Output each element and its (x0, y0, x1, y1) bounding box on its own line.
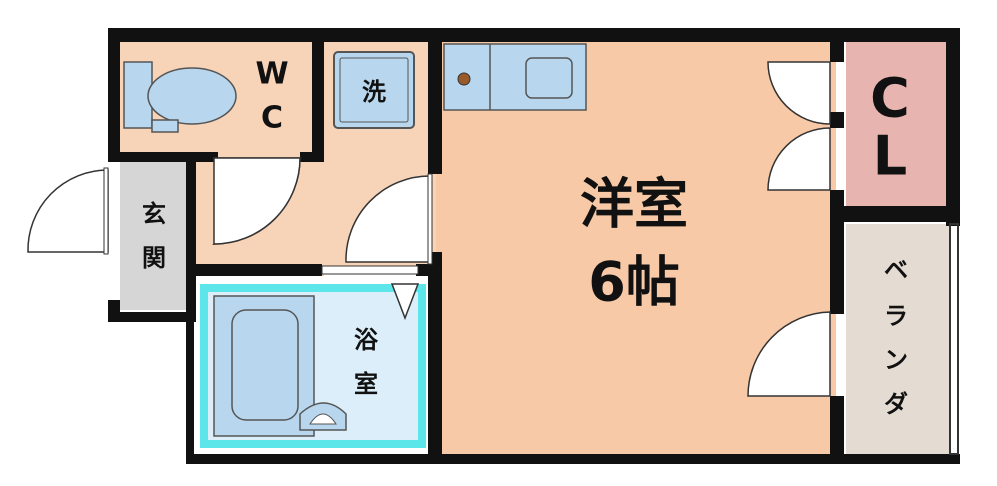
wash-basin-icon (299, 402, 347, 431)
entrance-door[interactable] (27, 167, 109, 255)
washer-pan-icon (333, 51, 415, 129)
closet-door-upper[interactable] (767, 61, 831, 125)
entrance-label-1: 玄 (142, 200, 166, 228)
stove-burner-icon (457, 72, 471, 86)
bathtub-icon (213, 295, 315, 437)
closet-floor (846, 40, 950, 208)
closet-label-2: L (873, 125, 907, 188)
toilet-door[interactable] (212, 157, 302, 245)
balcony-label-4: ダ (884, 390, 908, 418)
bathroom-label-1: 浴 (354, 326, 379, 354)
closet-door-lower[interactable] (767, 127, 831, 191)
balcony-railing (949, 223, 959, 455)
balcony-floor (846, 224, 950, 454)
bathroom-door[interactable] (321, 265, 420, 321)
balcony-label-3: ン (884, 346, 908, 374)
toilet-label-1: W (255, 57, 288, 92)
laundry-door[interactable] (345, 173, 433, 265)
kitchen-sink-icon (525, 57, 573, 99)
entrance-floor (120, 160, 186, 310)
balcony-label-1: ベ (884, 256, 908, 284)
toilet-label-2: C (261, 101, 283, 136)
western-room-size: 6帖 (588, 251, 680, 314)
balcony-label-2: ラ (884, 302, 908, 330)
bathroom-label-2: 室 (354, 370, 378, 398)
entrance-label-2: 関 (142, 244, 166, 272)
laundry-label: 洗 (362, 78, 386, 106)
bathroom-border (200, 284, 426, 448)
toilet-fixture-icon (123, 61, 237, 133)
western-room-name: 洋室 (580, 173, 688, 236)
walls (108, 28, 960, 464)
closet-label-1: C (870, 67, 910, 130)
balcony-door[interactable] (747, 311, 831, 397)
